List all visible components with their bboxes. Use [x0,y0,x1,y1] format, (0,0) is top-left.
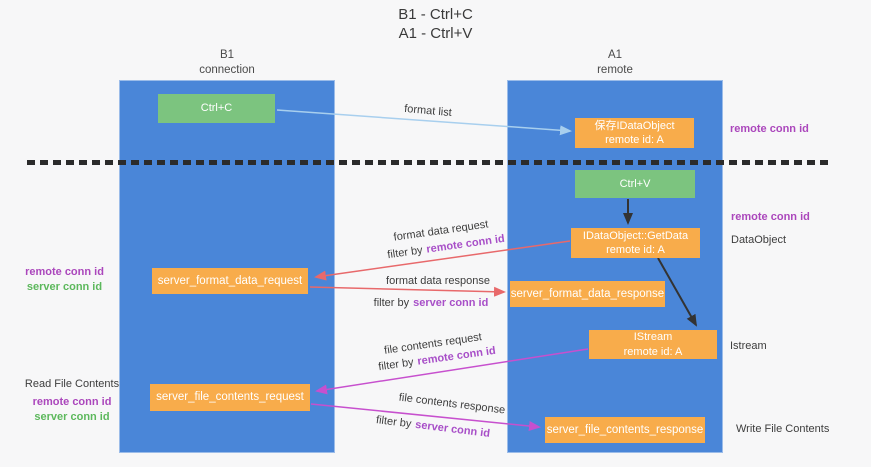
read-file-contents-label: Read File Contents [24,378,120,390]
idataobject-getdata-remote-id: remote id: A [606,244,665,256]
column-b1-subtitle: connection [199,63,255,76]
idataobject-getdata-title: IDataObject::GetData [582,229,689,242]
title-line-1: B1 - Ctrl+C [398,6,473,23]
format-list-label: format list [403,102,453,120]
dataobject-label: DataObject [731,234,787,246]
column-a1-name: A1 [607,49,623,61]
column-header-b1: B1 connection [119,48,335,78]
title-line-2: A1 - Ctrl+V [398,24,473,42]
save-idataobject-remote-id: remote id: A [605,134,664,146]
remote-conn-id-label-left-upper: remote conn id [25,266,104,278]
left-conn-id-stack-lower: Read File Contents remote conn id server… [22,377,122,425]
remote-conn-id-label-top-right: remote conn id [730,123,809,135]
filter-by-text: filter by [375,414,413,431]
remote-conn-id-label-mid-right: remote conn id [731,211,810,223]
filter-by-text: filter by [373,297,410,309]
server-format-data-request-label: server_format_data_request [157,274,303,287]
left-conn-id-stack-upper: remote conn id server conn id [17,265,112,295]
session-divider-dashed-line [27,160,833,165]
server-conn-id-label-left-lower: server conn id [34,410,110,423]
column-a1-subtitle: remote [597,63,633,76]
filter-by-text: filter by [377,356,415,374]
write-file-contents-label: Write File Contents [736,423,830,435]
column-b1-name: B1 [219,49,235,61]
remote-conn-id-label-left-lower: remote conn id [32,395,112,408]
istream-remote-id: remote id: A [623,345,683,358]
server-format-data-response-box: server_format_data_response [510,281,665,307]
server-file-contents-response-label: server_file_contents_response [546,423,704,436]
server-format-data-response-label: server_format_data_response [510,287,665,300]
file-contents-response-label: file contents response [398,391,506,417]
server-file-contents-request-box: server_file_contents_request [150,384,310,411]
istream-box: IStream remote id: A [589,330,717,359]
server-conn-id-highlight: server conn id [414,418,491,440]
save-idataobject-box: 保存IDataObject remote id: A [575,118,694,148]
server-file-contents-response-box: server_file_contents_response [545,417,705,443]
format-data-response-label: format data response [386,275,490,287]
istream-side-label: Istream [730,340,767,352]
diagram-title: B1 - Ctrl+C A1 - Ctrl+V [0,6,871,44]
arrow-format-data-response [309,286,506,297]
ctrl-v-box: Ctrl+V [575,170,695,198]
ctrl-c-label: Ctrl+C [200,102,233,115]
server-file-contents-request-label: server_file_contents_request [156,391,304,404]
ctrl-v-label: Ctrl+V [619,177,651,190]
istream-title: IStream [633,331,673,344]
server-conn-id-label-left-upper: server conn id [26,280,103,293]
server-format-data-request-box: server_format_data_request [152,268,308,294]
save-idataobject-title: 保存IDataObject [594,119,675,132]
filter-by-text: filter by [386,244,424,262]
column-header-a1: A1 remote [507,48,723,78]
idataobject-getdata-box: IDataObject::GetData remote id: A [571,228,700,258]
server-conn-id-highlight: server conn id [413,297,489,309]
ctrl-c-box: Ctrl+C [158,94,275,123]
